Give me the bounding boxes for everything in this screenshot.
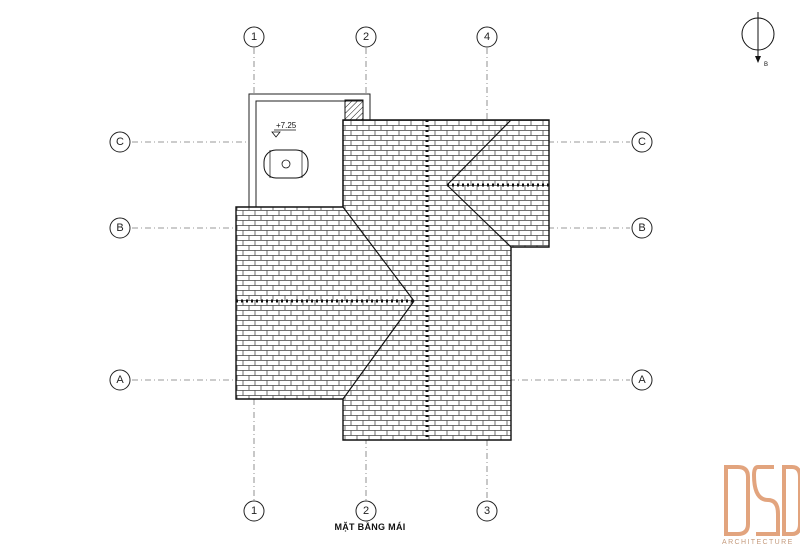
ridge-caps [236,120,549,440]
bubble-right-A: A [638,374,646,386]
level-marker: +7.25 [271,121,297,138]
level-mark-text: +7.25 [276,121,297,130]
bubble-left-C: C [116,136,124,148]
dsd-logo [724,465,800,536]
water-tank-icon [263,149,309,179]
bubble-right-B: B [638,222,645,234]
roof-outlines [235,119,550,441]
top-grid-bubbles: 1 2 4 [243,26,498,48]
chimney-block [344,99,364,121]
bottom-grid-bubbles: 1 2 3 [243,500,498,522]
bubble-top-4: 4 [484,31,490,43]
bubble-bottom-1: 1 [251,505,257,517]
north-letter: B [764,62,768,68]
logo-subtext: ARCHITECTURE [722,539,794,546]
north-arrow-icon: B [741,12,775,68]
bubble-bottom-2: 2 [363,505,369,517]
left-grid-bubbles: C B A [109,131,131,391]
bubble-left-A: A [116,374,124,386]
drawing-title: MẶT BẰNG MÁI [334,522,406,532]
bubble-right-C: C [638,136,646,148]
bubble-left-B: B [116,222,123,234]
bubble-top-1: 1 [251,31,257,43]
bubble-top-2: 2 [363,31,369,43]
bubble-bottom-3: 3 [484,505,490,517]
right-grid-bubbles: C B A [631,131,653,391]
